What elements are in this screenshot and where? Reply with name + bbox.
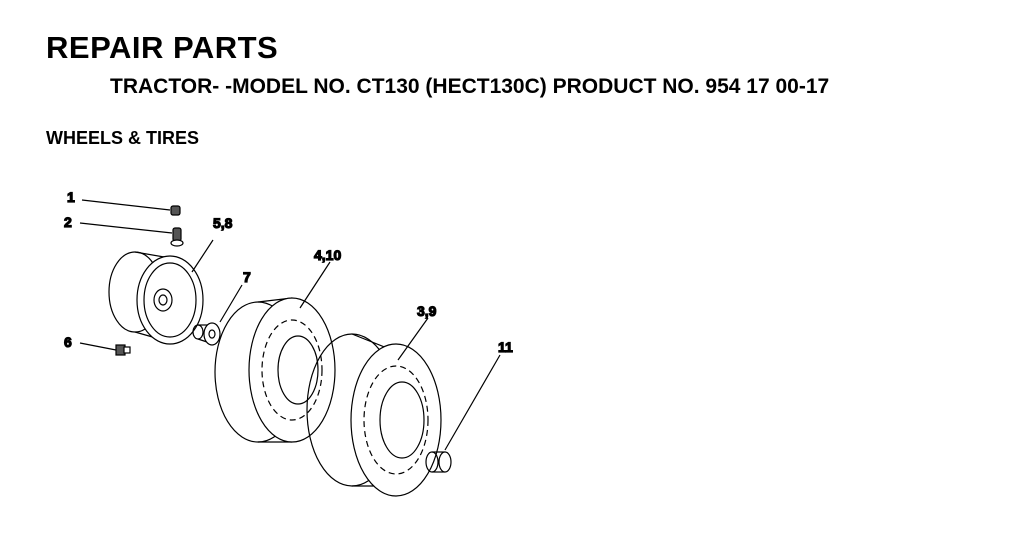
page-title: REPAIR PARTS [46,30,279,65]
callout-3-9: 3,9 [417,303,437,319]
callout-11: 11 [498,339,513,355]
part-hub-cap: 11 [425,338,514,473]
callout-2: 2 [64,214,72,230]
callout-7: 7 [243,269,251,285]
part-lug-bolt: 6 [63,333,131,356]
callout-6: 6 [64,334,72,350]
part-bushing: 7 [192,268,252,346]
model-subtitle: TRACTOR- -MODEL NO. CT130 (HECT130C) PRO… [110,75,830,98]
callout-4-10: 4,10 [314,247,341,263]
part-valve-cap: 1 [66,188,181,216]
callout-5-8: 5,8 [213,215,233,231]
part-rear-tire: 3,9 [306,302,442,497]
callout-1: 1 [67,189,75,205]
part-valve-stem: 2 [63,213,184,247]
section-heading: WHEELS & TIRES [46,128,200,148]
part-front-tire: 4,10 [214,246,342,443]
part-wheel-rim: 5,8 [108,214,233,345]
